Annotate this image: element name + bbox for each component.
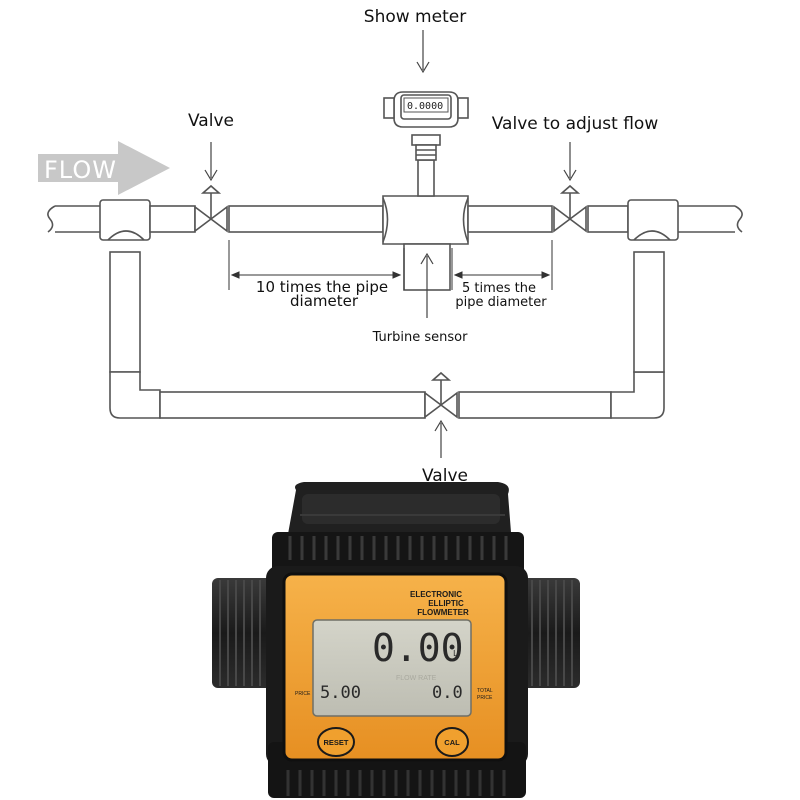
lcd-unit: L bbox=[453, 649, 458, 658]
label-valve-left: Valve bbox=[188, 111, 234, 131]
label-distance-10x-line1: 10 times the pipe bbox=[256, 278, 388, 296]
device-title: ELECTRONIC ELLIPTIC FLOWMETER bbox=[410, 590, 469, 617]
label-distance-10x-line2: diameter bbox=[290, 292, 359, 310]
flowmeter-device: ELECTRONIC ELLIPTIC FLOWMETER 0.00 L FLO… bbox=[212, 482, 580, 798]
total-price-label-line2: PRICE bbox=[477, 695, 493, 701]
cal-button-label: CAL bbox=[444, 738, 460, 747]
cal-button[interactable]: CAL bbox=[435, 727, 469, 757]
meter-readout: 0.0000 bbox=[407, 101, 443, 112]
right-tee bbox=[627, 199, 679, 241]
right-elbow bbox=[610, 371, 665, 419]
label-distance-5x-line2: pipe diameter bbox=[455, 295, 547, 310]
device-title-line3: FLOWMETER bbox=[417, 608, 469, 617]
downstream-pipe bbox=[467, 205, 553, 233]
label-valve-bottom: Valve bbox=[422, 466, 468, 486]
flow-arrow: FLOW bbox=[38, 141, 170, 195]
lcd-main-reading: 0.00 bbox=[372, 626, 464, 670]
pipe-diagram: FLOW bbox=[38, 91, 743, 419]
diagram-labels: Show meter Valve Valve to adjust flow 10… bbox=[188, 7, 658, 486]
upstream-pipe bbox=[228, 205, 384, 233]
left-tee bbox=[99, 199, 151, 241]
left-thread-port bbox=[212, 578, 274, 688]
turbine-sensor-body bbox=[382, 159, 469, 291]
flow-label: FLOW bbox=[44, 156, 117, 184]
bottom-valve bbox=[424, 371, 458, 419]
show-meter: 0.0000 bbox=[383, 91, 469, 161]
total-price-label-line1: TOTAL bbox=[477, 688, 493, 694]
lcd-flow-rate-label: FLOW RATE bbox=[396, 675, 437, 682]
device-title-line2: ELLIPTIC bbox=[428, 599, 464, 608]
lcd-total-value: 0.0 bbox=[432, 683, 463, 703]
label-show-meter: Show meter bbox=[364, 7, 466, 27]
reset-button-label: RESET bbox=[323, 738, 348, 747]
lcd-display bbox=[312, 619, 472, 717]
lcd-price-value: 5.00 bbox=[320, 683, 361, 703]
left-elbow bbox=[109, 371, 161, 419]
pointer-arrows bbox=[204, 30, 577, 458]
label-valve-adjust: Valve to adjust flow bbox=[492, 114, 659, 134]
dimension-lines bbox=[228, 240, 553, 290]
right-thread-port bbox=[518, 578, 580, 688]
left-valve bbox=[194, 184, 228, 233]
device-title-line1: ELECTRONIC bbox=[410, 590, 462, 599]
right-valve bbox=[553, 184, 587, 233]
price-label: PRICE bbox=[295, 691, 311, 697]
label-turbine-sensor: Turbine sensor bbox=[372, 330, 469, 345]
label-distance-5x-line1: 5 times the bbox=[462, 281, 536, 296]
inlet-pipe bbox=[55, 205, 100, 233]
reset-button[interactable]: RESET bbox=[317, 727, 355, 757]
